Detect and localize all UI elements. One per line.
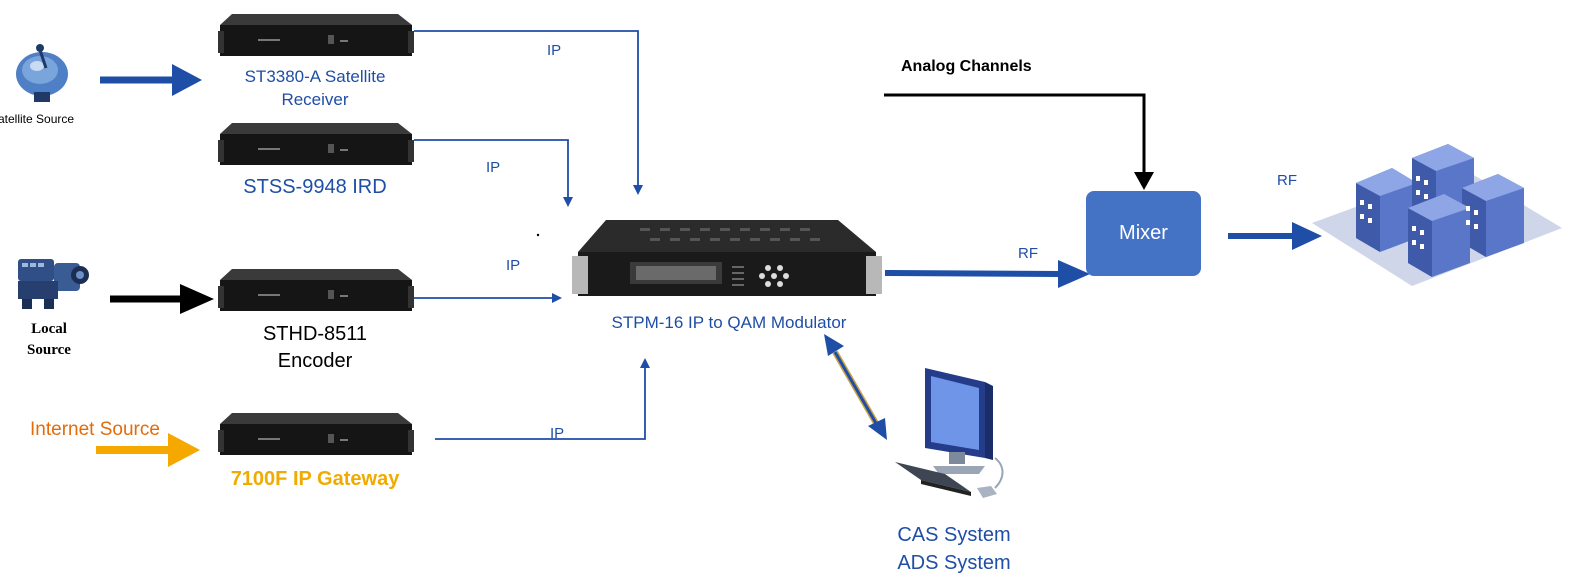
stray-dot xyxy=(536,233,540,237)
ip-label-encoder: IP xyxy=(506,257,521,274)
internet-input-arrowhead xyxy=(168,433,200,467)
ip-line-receiver xyxy=(414,30,643,195)
ads-system-label: ADS System xyxy=(897,552,1011,574)
analog-channels-label: Analog Channels xyxy=(901,58,1032,75)
cas-system-label: CAS System xyxy=(897,524,1011,546)
rf-line-modulator-mixer xyxy=(884,270,1061,277)
local-source-line1: Local xyxy=(31,321,67,337)
encoder-label-line1: STHD-8511 xyxy=(262,323,368,345)
camera-icon xyxy=(18,259,89,309)
satellite-source-label: atellite Source xyxy=(0,112,75,126)
modulator-icon xyxy=(572,220,882,296)
rf-label-modulator-mixer: RF xyxy=(1018,245,1038,262)
computer-icon xyxy=(895,368,1004,498)
buildings-icon xyxy=(1312,144,1562,286)
local-source-line2: Source xyxy=(27,342,71,358)
rack-unit-icon xyxy=(218,123,414,165)
rack-unit-icon xyxy=(218,269,414,311)
local-input-arrowhead xyxy=(180,284,214,314)
ip-label-gateway: IP xyxy=(550,425,565,442)
ird-label: STSS-9948 IRD xyxy=(243,176,387,198)
rack-unit-icon xyxy=(218,14,414,56)
satellite-input-arrowhead xyxy=(172,64,202,96)
ip-label-receiver: IP xyxy=(547,42,562,59)
internet-source-label: Internet Source xyxy=(30,419,160,440)
cas-link-arrowhead-bottom xyxy=(868,418,887,440)
modulator-label: STPM-16 IP to QAM Modulator xyxy=(611,313,847,332)
analog-line xyxy=(884,93,1146,183)
mixer-box: Mixer xyxy=(1086,191,1201,276)
encoder-label-line2: Encoder xyxy=(277,350,353,372)
ip-line-gateway xyxy=(435,358,650,440)
rf-arrowhead-buildings xyxy=(1292,222,1322,250)
cas-link-arrowhead-top xyxy=(824,334,844,356)
ip-label-ird: IP xyxy=(486,159,501,176)
satellite-dish-icon xyxy=(16,44,68,102)
receiver-label-line2: Receiver xyxy=(281,90,349,109)
rf-label-mixer-buildings: RF xyxy=(1277,172,1297,189)
gateway-label: 7100F IP Gateway xyxy=(230,468,400,490)
receiver-label-line1: ST3380-A Satellite xyxy=(244,67,386,86)
analog-arrowhead xyxy=(1134,172,1154,190)
mixer-label: Mixer xyxy=(1119,222,1168,244)
rf-arrowhead-mixer xyxy=(1058,260,1090,288)
cas-link-core xyxy=(833,351,879,426)
ip-line-ird xyxy=(414,139,573,207)
rack-unit-icon xyxy=(218,413,414,455)
